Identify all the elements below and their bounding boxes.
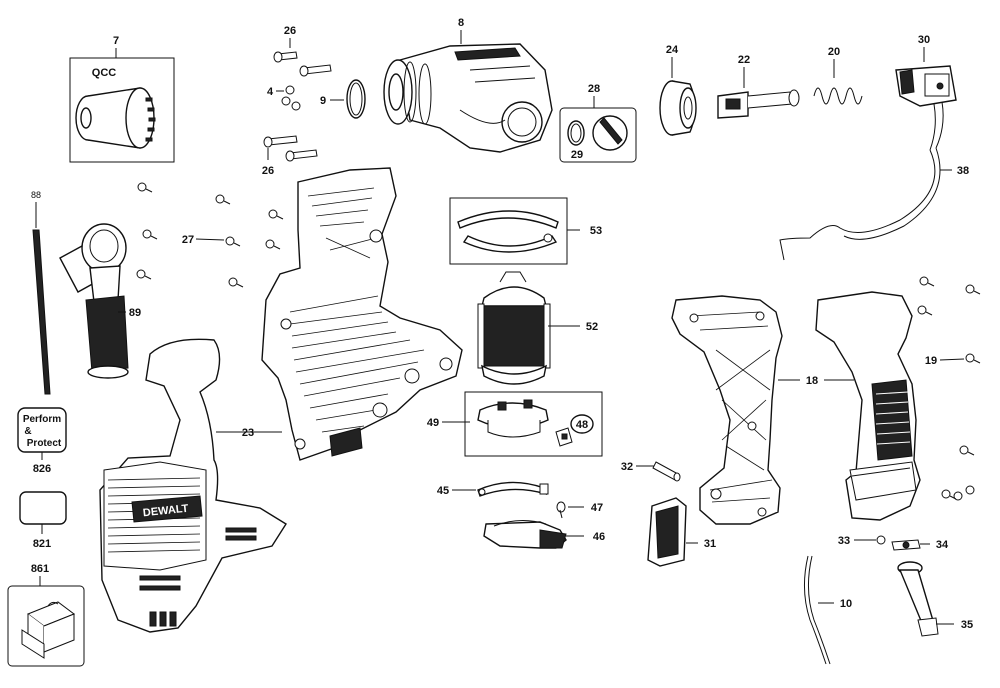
part-49-brush-assembly: 49 48 bbox=[427, 391, 603, 457]
part-4-balls: 4 bbox=[267, 85, 301, 111]
label-7: 7 bbox=[113, 35, 119, 47]
label-88: 88 bbox=[31, 190, 41, 200]
label-35: 35 bbox=[961, 619, 973, 631]
label-33: 33 bbox=[838, 535, 850, 547]
part-53-brush-ring: 53 bbox=[449, 197, 602, 265]
label-9: 9 bbox=[320, 95, 326, 107]
part-8-gear-housing: 8 bbox=[383, 17, 553, 153]
label-19: 19 bbox=[925, 355, 937, 367]
part-47-screw: 47 bbox=[556, 501, 603, 519]
part-18-handle-housing: 18 bbox=[671, 295, 854, 525]
label-20: 20 bbox=[828, 46, 840, 58]
label-26-top: 26 bbox=[284, 25, 296, 37]
part-28-mode-selector: 28 29 bbox=[559, 83, 637, 163]
label-30: 30 bbox=[918, 34, 930, 46]
part-861-carry-case: 861 bbox=[7, 563, 85, 667]
label-89: 89 bbox=[129, 307, 141, 319]
label-821: 821 bbox=[33, 538, 51, 550]
label-18: 18 bbox=[806, 375, 818, 387]
part-19-screws: 19 bbox=[917, 276, 981, 501]
part-46-brush-cover: 46 bbox=[483, 520, 605, 549]
label-46: 46 bbox=[593, 531, 605, 543]
label-8: 8 bbox=[458, 17, 464, 29]
part-30-switch: 30 bbox=[895, 34, 957, 151]
label-861: 861 bbox=[31, 563, 49, 575]
part-handle-half-right bbox=[815, 291, 921, 521]
label-49: 49 bbox=[427, 417, 439, 429]
label-52: 52 bbox=[586, 321, 598, 333]
part-52-field-stator: 52 bbox=[477, 271, 598, 385]
part-31-end-cap: 31 bbox=[647, 497, 716, 567]
label-24: 24 bbox=[666, 44, 679, 56]
label-28: 28 bbox=[588, 83, 600, 95]
part-7-qcc-chuck: 7 QCC bbox=[69, 35, 175, 163]
label-48: 48 bbox=[576, 419, 588, 431]
part-38-wire: 38 bbox=[779, 147, 969, 261]
label-23: 23 bbox=[242, 427, 254, 439]
label-38: 38 bbox=[957, 165, 969, 177]
badge-line-3: Protect bbox=[27, 438, 62, 449]
brand-logo: DEWALT bbox=[142, 503, 189, 520]
part-89-side-handle: 89 bbox=[59, 223, 141, 379]
part-26-screws-bottom: 26 bbox=[262, 135, 318, 177]
label-22: 22 bbox=[738, 54, 750, 66]
label-4: 4 bbox=[267, 86, 274, 98]
label-53: 53 bbox=[590, 225, 602, 237]
part-826-perform-protect-label: Perform & Protect 826 bbox=[17, 407, 67, 475]
part-9-o-ring: 9 bbox=[320, 79, 366, 119]
part-35-cord-protector: 35 bbox=[897, 561, 973, 637]
label-31: 31 bbox=[704, 538, 716, 550]
label-26-bottom: 26 bbox=[262, 165, 274, 177]
part-88-depth-rod: 88 bbox=[31, 190, 51, 395]
badge-line-1: Perform bbox=[23, 414, 61, 425]
part-20-spring: 20 bbox=[813, 46, 863, 105]
label-27: 27 bbox=[182, 234, 194, 246]
part-34-clamp: 34 bbox=[891, 539, 949, 551]
badge-line-2: & bbox=[24, 426, 31, 437]
label-34: 34 bbox=[936, 539, 949, 551]
part-24-seal: 24 bbox=[659, 44, 697, 136]
part-32-pin: 32 bbox=[621, 461, 681, 482]
part-23-housing-half-left: DEWALT 23 bbox=[99, 338, 287, 633]
part-22-switch-actuator: 22 bbox=[717, 54, 800, 119]
part-33-screw: 33 bbox=[838, 535, 886, 547]
label-826: 826 bbox=[33, 463, 51, 475]
label-29: 29 bbox=[571, 149, 583, 161]
part-45-clip: 45 bbox=[437, 481, 549, 497]
part-10-power-cord: 10 bbox=[803, 555, 852, 665]
label-10: 10 bbox=[840, 598, 852, 610]
label-45: 45 bbox=[437, 485, 449, 497]
part-26-screws-top: 26 bbox=[273, 25, 332, 77]
label-qcc: QCC bbox=[92, 67, 117, 79]
part-27-screws: 27 bbox=[136, 182, 284, 288]
part-821-blank-label: 821 bbox=[19, 491, 67, 550]
label-32: 32 bbox=[621, 461, 633, 473]
part-housing-half-right-frame bbox=[261, 167, 463, 461]
label-47: 47 bbox=[591, 502, 603, 514]
